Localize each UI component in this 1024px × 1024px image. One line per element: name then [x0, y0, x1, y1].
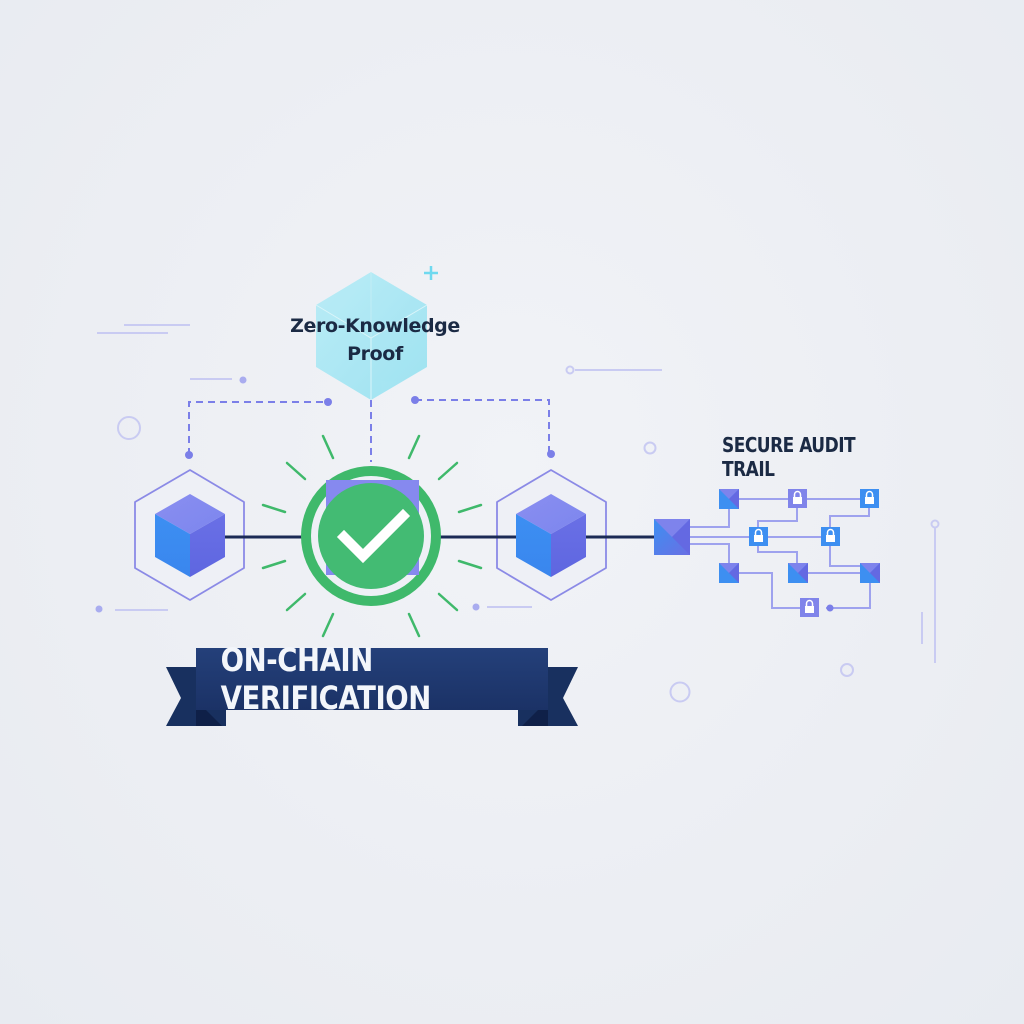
audit-trail-title: SECURE AUDIT TRAIL [722, 433, 856, 481]
zkp-label-line2: Proof [347, 343, 403, 365]
decorative-elements [97, 324, 940, 703]
audit-trail-network [688, 498, 871, 609]
audit-block-icon [860, 563, 880, 583]
verification-checkmark-icon [301, 466, 441, 606]
lock-icon [788, 489, 807, 508]
audit-block-icon [719, 489, 739, 509]
cube-icon [155, 494, 225, 577]
left-block-node [134, 469, 250, 601]
radiating-rays [261, 434, 483, 638]
on-chain-verification-banner [166, 648, 578, 726]
zkp-label-line1: Zero-Knowledge [290, 315, 460, 337]
lock-icon [821, 527, 840, 546]
zero-knowledge-proof-cube-icon [315, 272, 428, 400]
cube-icon [516, 494, 586, 577]
audit-block-icon [788, 563, 808, 583]
audit-root-block-icon [654, 519, 690, 555]
dashed-connectors [188, 399, 550, 462]
lock-icon [860, 489, 879, 508]
lock-icon [749, 527, 768, 546]
right-block-node [480, 469, 660, 601]
lock-icon [800, 598, 819, 617]
sparkle-icon [424, 266, 438, 280]
banner-label: ON-CHAIN VERIFICATION [220, 641, 432, 717]
audit-block-icon [719, 563, 739, 583]
zero-knowledge-proof-label: Zero-Knowledge Proof [280, 312, 470, 368]
